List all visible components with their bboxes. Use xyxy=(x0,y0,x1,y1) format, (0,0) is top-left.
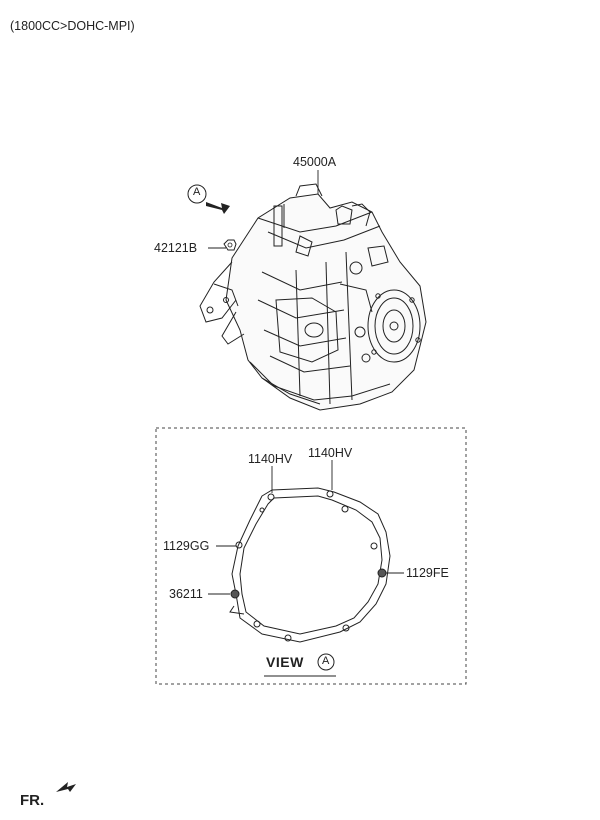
front-direction-arrow-icon xyxy=(56,782,76,792)
plug-1129fe[interactable] xyxy=(377,568,404,578)
callout-42121b[interactable]: 42121B xyxy=(154,241,198,255)
callout-1129gg[interactable]: 1129GG xyxy=(163,539,210,553)
gasket-outline[interactable] xyxy=(229,487,391,643)
callout-1140hv-left[interactable]: 1140HV xyxy=(248,452,293,466)
front-direction-label: FR. xyxy=(20,792,45,809)
view-title-marker-circle xyxy=(317,653,335,671)
callout-45000a[interactable]: 45000A xyxy=(293,155,337,169)
transaxle-assembly[interactable] xyxy=(199,183,427,411)
view-title-marker: A xyxy=(322,655,330,667)
engine-spec-header: (1800CC>DOHC-MPI) xyxy=(10,19,135,33)
view-marker-a-letter: A xyxy=(193,186,201,198)
view-marker-a xyxy=(187,184,230,214)
dowel-36211[interactable] xyxy=(208,589,240,599)
callout-36211[interactable]: 36211 xyxy=(169,587,203,601)
callout-1129fe[interactable]: 1129FE xyxy=(406,566,449,580)
bolt-42121b[interactable] xyxy=(208,239,237,251)
view-a-frame xyxy=(155,427,467,685)
view-title: VIEW xyxy=(266,654,304,670)
callout-1140hv-right[interactable]: 1140HV xyxy=(308,446,353,460)
